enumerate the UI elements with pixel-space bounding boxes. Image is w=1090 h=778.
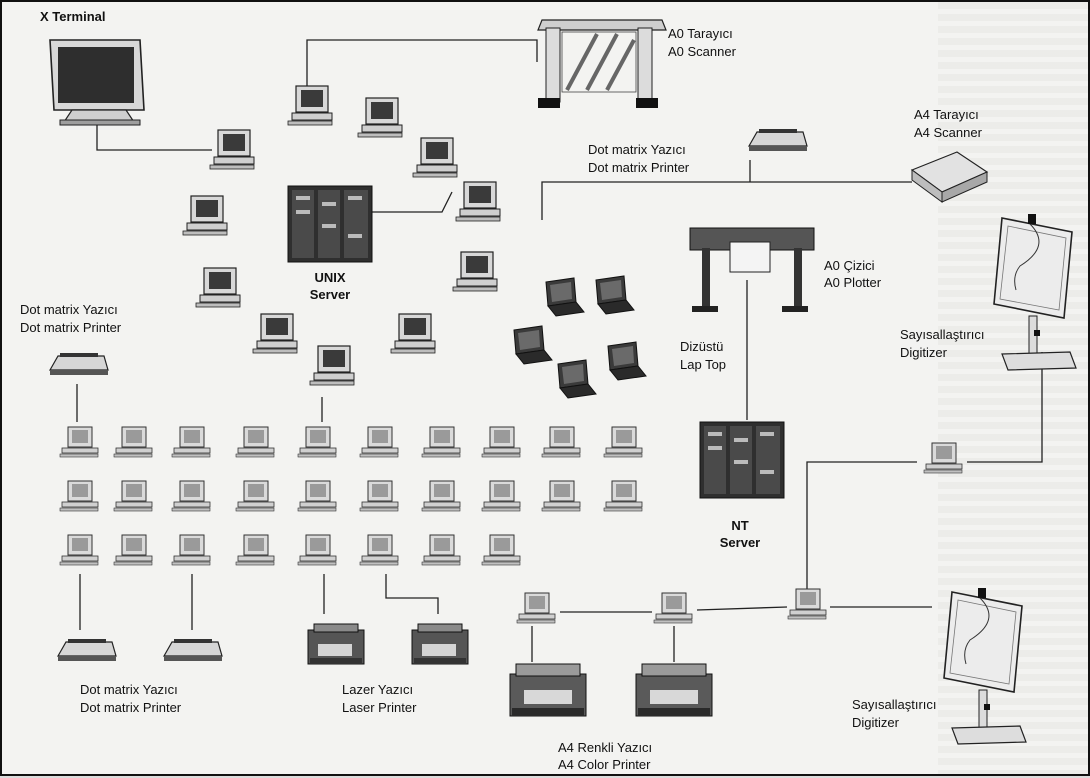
pc-lab-grid bbox=[60, 427, 642, 565]
a0-scanner-device bbox=[538, 20, 666, 108]
unix-server-label-2: Server bbox=[302, 287, 358, 303]
a0-plotter-label-en: A0 Plotter bbox=[824, 275, 881, 291]
dot-matrix-bottom-label-tr: Dot matrix Yazıcı bbox=[80, 682, 178, 698]
dot-matrix-left-label-en: Dot matrix Printer bbox=[20, 320, 121, 336]
a4-color-printer-label-tr: A4 Renkli Yazıcı bbox=[558, 740, 652, 756]
nt-server-label-2: Server bbox=[710, 535, 770, 551]
nt-pc-2 bbox=[654, 593, 692, 623]
nt-server-label-1: NT bbox=[710, 518, 770, 534]
digitizer-top-label-en: Digitizer bbox=[900, 345, 947, 361]
dot-matrix-top-label-tr: Dot matrix Yazıcı bbox=[588, 142, 686, 158]
dot-matrix-printer-bottom-2 bbox=[164, 639, 222, 661]
digitizer-bottom-label-tr: Sayısallaştırıcı bbox=[852, 697, 937, 713]
unix-server-device bbox=[288, 186, 372, 262]
a4-color-printer-2 bbox=[636, 664, 712, 716]
dot-matrix-left-label-tr: Dot matrix Yazıcı bbox=[20, 302, 118, 318]
dot-matrix-printer-left bbox=[50, 353, 108, 375]
nt-server-device bbox=[700, 422, 784, 498]
laser-printer-2 bbox=[412, 624, 468, 664]
x-terminal-label: X Terminal bbox=[40, 9, 106, 25]
a0-scanner-label-en: A0 Scanner bbox=[668, 44, 736, 60]
x-terminal-monitor bbox=[50, 40, 144, 125]
digitizer-bottom-device bbox=[944, 588, 1026, 744]
unix-server-label-1: UNIX bbox=[302, 270, 358, 286]
digitizer-top-label-tr: Sayısallaştırıcı bbox=[900, 327, 985, 343]
laser-printer-1 bbox=[308, 624, 364, 664]
a0-scanner-label-tr: A0 Tarayıcı bbox=[668, 26, 733, 42]
a4-scanner-label-en: A4 Scanner bbox=[914, 125, 982, 141]
a0-plotter-label-tr: A0 Çizici bbox=[824, 258, 875, 274]
laser-printer-label-tr: Lazer Yazıcı bbox=[342, 682, 413, 698]
laptop-label-tr: Dizüstü bbox=[680, 339, 723, 355]
dot-matrix-bottom-label-en: Dot matrix Printer bbox=[80, 700, 181, 716]
nt-pc-4 bbox=[924, 443, 962, 473]
a4-scanner-label-tr: A4 Tarayıcı bbox=[914, 107, 979, 123]
a4-scanner-device bbox=[912, 152, 987, 202]
dot-matrix-top-label-en: Dot matrix Printer bbox=[588, 160, 689, 176]
digitizer-bottom-label-en: Digitizer bbox=[852, 715, 899, 731]
digitizer-top-device bbox=[994, 214, 1076, 370]
nt-pc-1 bbox=[517, 593, 555, 623]
a0-plotter-device bbox=[690, 228, 814, 312]
a4-color-printer-1 bbox=[510, 664, 586, 716]
laptop-label-en: Lap Top bbox=[680, 357, 726, 373]
a4-color-printer-label-en: A4 Color Printer bbox=[558, 757, 650, 773]
dot-matrix-printer-top bbox=[749, 129, 807, 151]
dot-matrix-printer-bottom-1 bbox=[58, 639, 116, 661]
nt-pc-3 bbox=[788, 589, 826, 619]
laptops bbox=[514, 276, 646, 398]
laser-printer-label-en: Laser Printer bbox=[342, 700, 416, 716]
